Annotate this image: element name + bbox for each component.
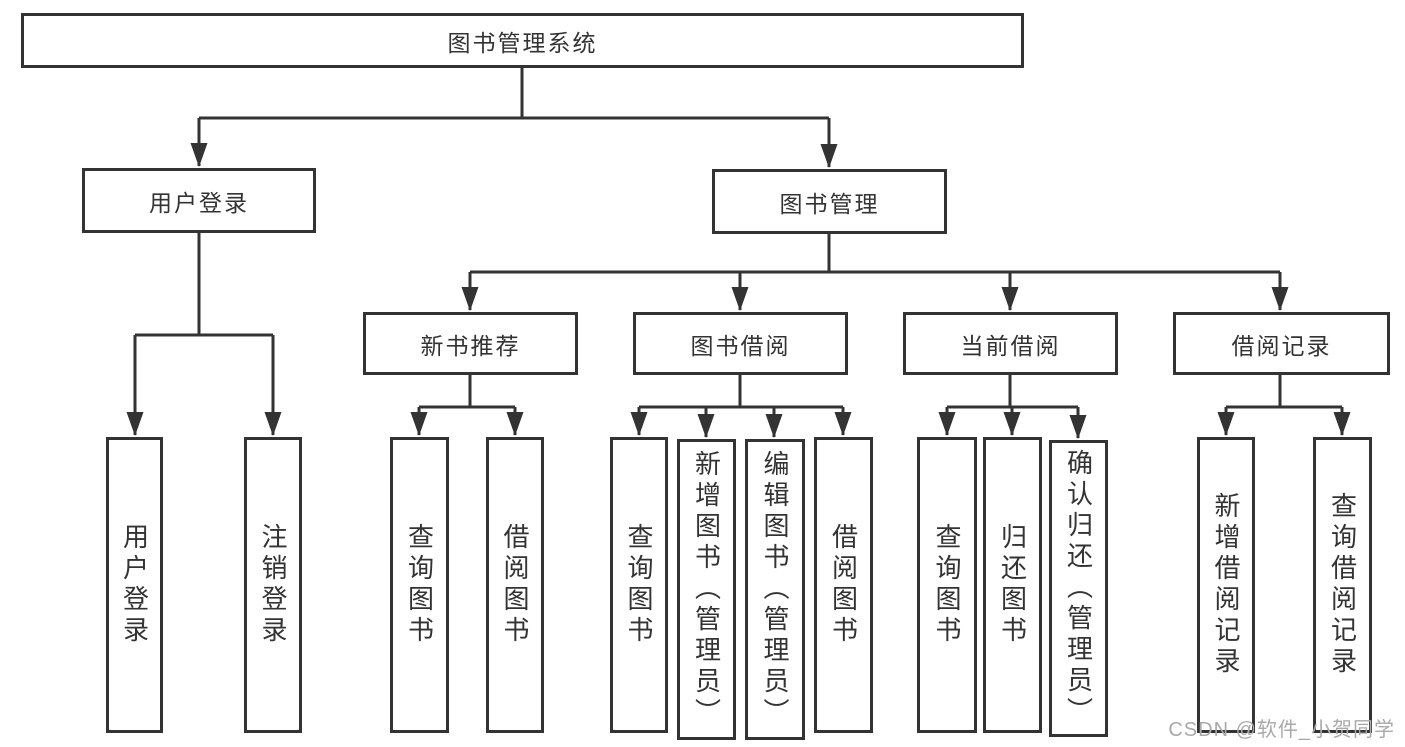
- leaf-query-books-borrowing: 查询图书: [610, 437, 668, 733]
- leaf-add-book-admin: 新增图书（管理员）: [677, 439, 736, 740]
- node-book-borrowing: 图书借阅: [633, 312, 848, 375]
- node-current-borrowing: 当前借阅: [903, 312, 1118, 375]
- leaf-query-books-recommend: 查询图书: [390, 437, 449, 733]
- node-borrowing-records: 借阅记录: [1173, 312, 1390, 375]
- node-book-management-system: 图书管理系统: [21, 13, 1024, 68]
- leaf-query-borrow-record: 查询借阅记录: [1313, 437, 1372, 733]
- leaf-borrow-books-borrowing: 借阅图书: [814, 437, 873, 733]
- node-new-book-recommend: 新书推荐: [363, 312, 578, 375]
- leaf-borrow-books-recommend: 借阅图书: [486, 437, 544, 733]
- leaf-confirm-return-admin: 确认归还（管理员）: [1049, 440, 1108, 737]
- connector-arrows: [126, 118, 1351, 439]
- leaf-return-books: 归还图书: [983, 437, 1042, 733]
- leaf-edit-book-admin: 编辑图书（管理员）: [745, 439, 805, 740]
- leaf-add-borrow-record: 新增借阅记录: [1197, 437, 1255, 733]
- leaf-logout: 注销登录: [244, 437, 302, 733]
- leaf-user-login: 用户登录: [106, 437, 163, 733]
- node-user-login: 用户登录: [82, 168, 316, 233]
- csdn-watermark: CSDN @软件_小贺同学: [1168, 719, 1395, 741]
- connector-spines: [135, 68, 1342, 409]
- leaf-query-books-current: 查询图书: [917, 437, 977, 733]
- node-book-management: 图书管理: [712, 169, 947, 234]
